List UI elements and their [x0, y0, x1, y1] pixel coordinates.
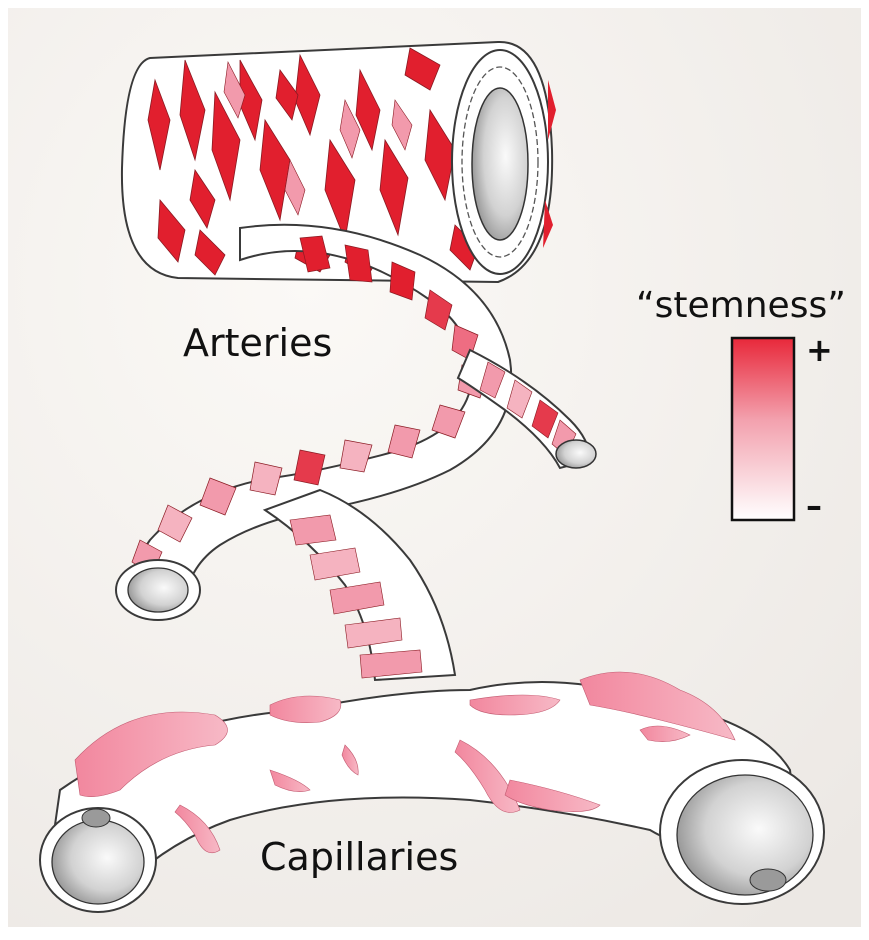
label-capillaries: Capillaries	[260, 838, 458, 876]
stemness-legend	[732, 338, 794, 520]
label-arteries: Arteries	[183, 324, 332, 362]
stemness-colorbar	[732, 338, 794, 520]
legend-title: “stemness”	[636, 288, 846, 324]
legend-max-label: +	[806, 334, 833, 366]
legend-min-label: –	[806, 490, 822, 522]
